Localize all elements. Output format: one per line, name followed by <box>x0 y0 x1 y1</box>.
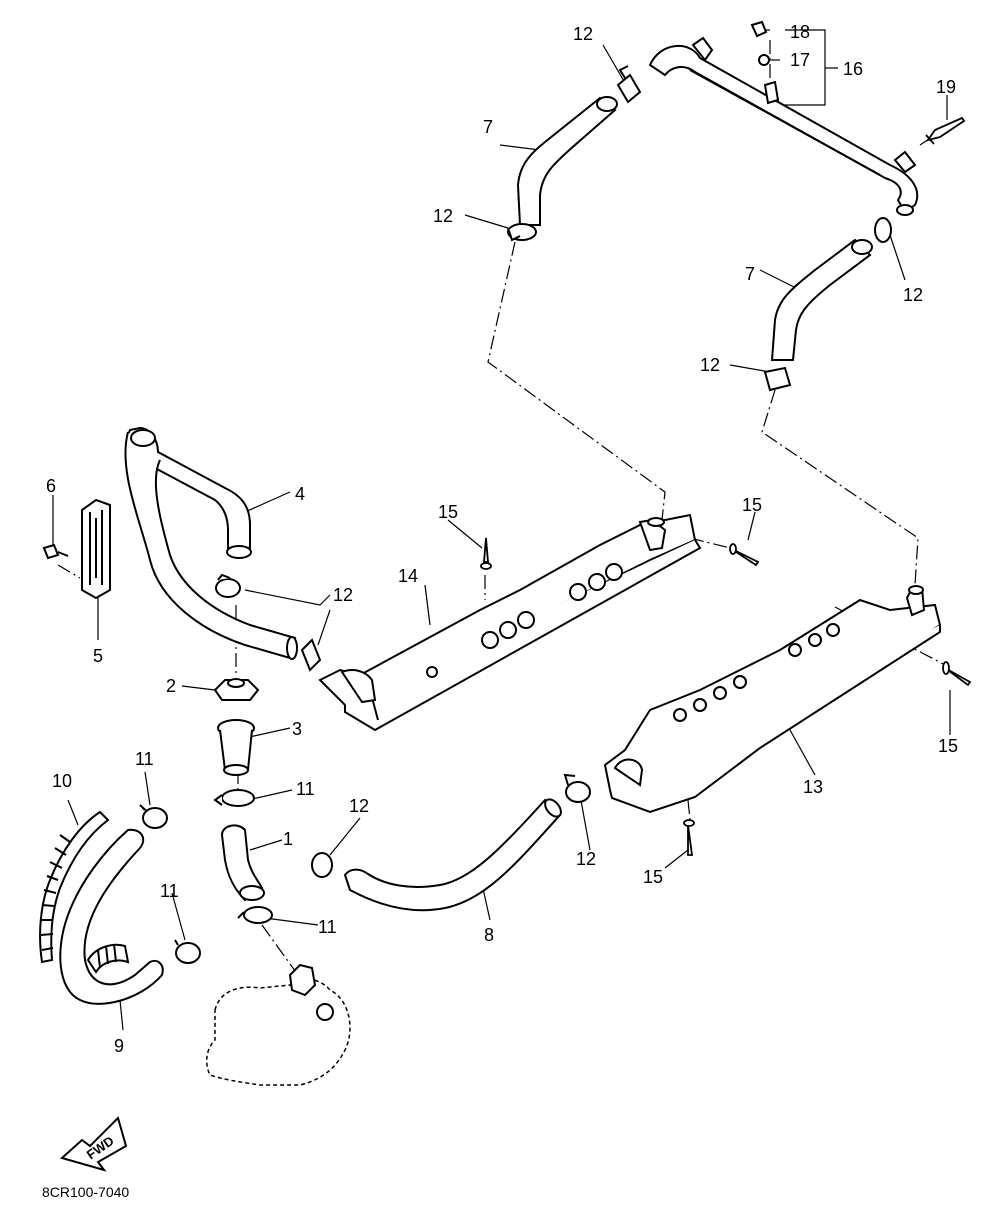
label-13: 13 <box>803 777 823 797</box>
cooling-plate-13 <box>603 585 942 814</box>
filler-neck-3 <box>217 719 255 776</box>
label-16: 16 <box>843 59 863 79</box>
rivet-15-c <box>942 661 972 687</box>
label-14: 14 <box>398 566 418 586</box>
clamp-12-h <box>563 773 591 803</box>
clamp-12-f <box>300 638 322 672</box>
label-11: 11 <box>296 779 315 799</box>
label-17: 17 <box>790 50 810 70</box>
hose-9 <box>59 828 164 1005</box>
label-12: 12 <box>333 585 353 605</box>
rivet-15-b <box>729 543 760 567</box>
label-11: 11 <box>318 917 337 937</box>
clamp-11-b <box>139 804 168 829</box>
label-2: 2 <box>166 676 176 696</box>
label-11: 11 <box>135 749 154 769</box>
clamp-12-c <box>874 217 892 243</box>
bolt-6 <box>42 543 69 560</box>
callout-labels: 12 18 17 16 19 7 12 7 12 12 4 6 15 15 14… <box>42 22 958 1200</box>
rivet-15-d <box>683 819 695 856</box>
bracket-5 <box>81 498 111 600</box>
label-15: 15 <box>643 867 663 887</box>
hose-7-upper-left <box>516 96 618 226</box>
diagram-code: 8CR100-7040 <box>42 1184 129 1200</box>
label-3: 3 <box>292 719 302 739</box>
label-1: 1 <box>283 829 293 849</box>
clamp-11-c <box>174 939 201 964</box>
screw-19 <box>925 116 966 145</box>
clamp-12-b <box>507 223 537 242</box>
hose-8 <box>343 798 562 912</box>
label-12: 12 <box>903 285 923 305</box>
label-15: 15 <box>438 502 458 522</box>
label-18: 18 <box>790 22 810 42</box>
label-6: 6 <box>46 476 56 496</box>
label-9: 9 <box>114 1036 124 1056</box>
bolt-18 <box>750 20 768 38</box>
hose-7-right <box>770 238 873 361</box>
clamp-12-g <box>311 852 333 878</box>
cap-2 <box>213 678 260 701</box>
label-8: 8 <box>484 925 494 945</box>
label-12: 12 <box>573 24 593 44</box>
upper-hose-pipe <box>648 36 919 216</box>
label-4: 4 <box>295 484 305 504</box>
label-10: 10 <box>52 771 72 791</box>
corrugated-hose-10 <box>39 810 110 964</box>
label-12: 12 <box>349 796 369 816</box>
clamp-12-a <box>616 65 642 104</box>
cooling-plate-14 <box>318 513 702 732</box>
clamp-12-d <box>763 366 792 392</box>
label-5: 5 <box>93 646 103 666</box>
label-19: 19 <box>936 77 956 97</box>
engine-outline <box>205 978 351 1086</box>
engine-fitting <box>288 963 334 1021</box>
clamp-11-a <box>213 789 255 807</box>
label-7: 7 <box>483 117 493 137</box>
clamp-12-e <box>215 573 241 598</box>
rivet-15-a <box>480 537 492 570</box>
washer-17 <box>758 54 780 105</box>
label-12: 12 <box>576 849 596 869</box>
pipe-4 <box>124 426 298 660</box>
alignment-lines <box>57 40 946 976</box>
leader-lines <box>52 29 951 1031</box>
hose-1 <box>220 824 265 902</box>
label-15: 15 <box>742 495 762 515</box>
fwd-arrow: FWD <box>59 1116 128 1172</box>
label-12: 12 <box>433 206 453 226</box>
label-15: 15 <box>938 736 958 756</box>
label-7: 7 <box>745 264 755 284</box>
label-11: 11 <box>160 881 179 901</box>
clamp-11-d <box>237 906 273 924</box>
label-12: 12 <box>700 355 720 375</box>
